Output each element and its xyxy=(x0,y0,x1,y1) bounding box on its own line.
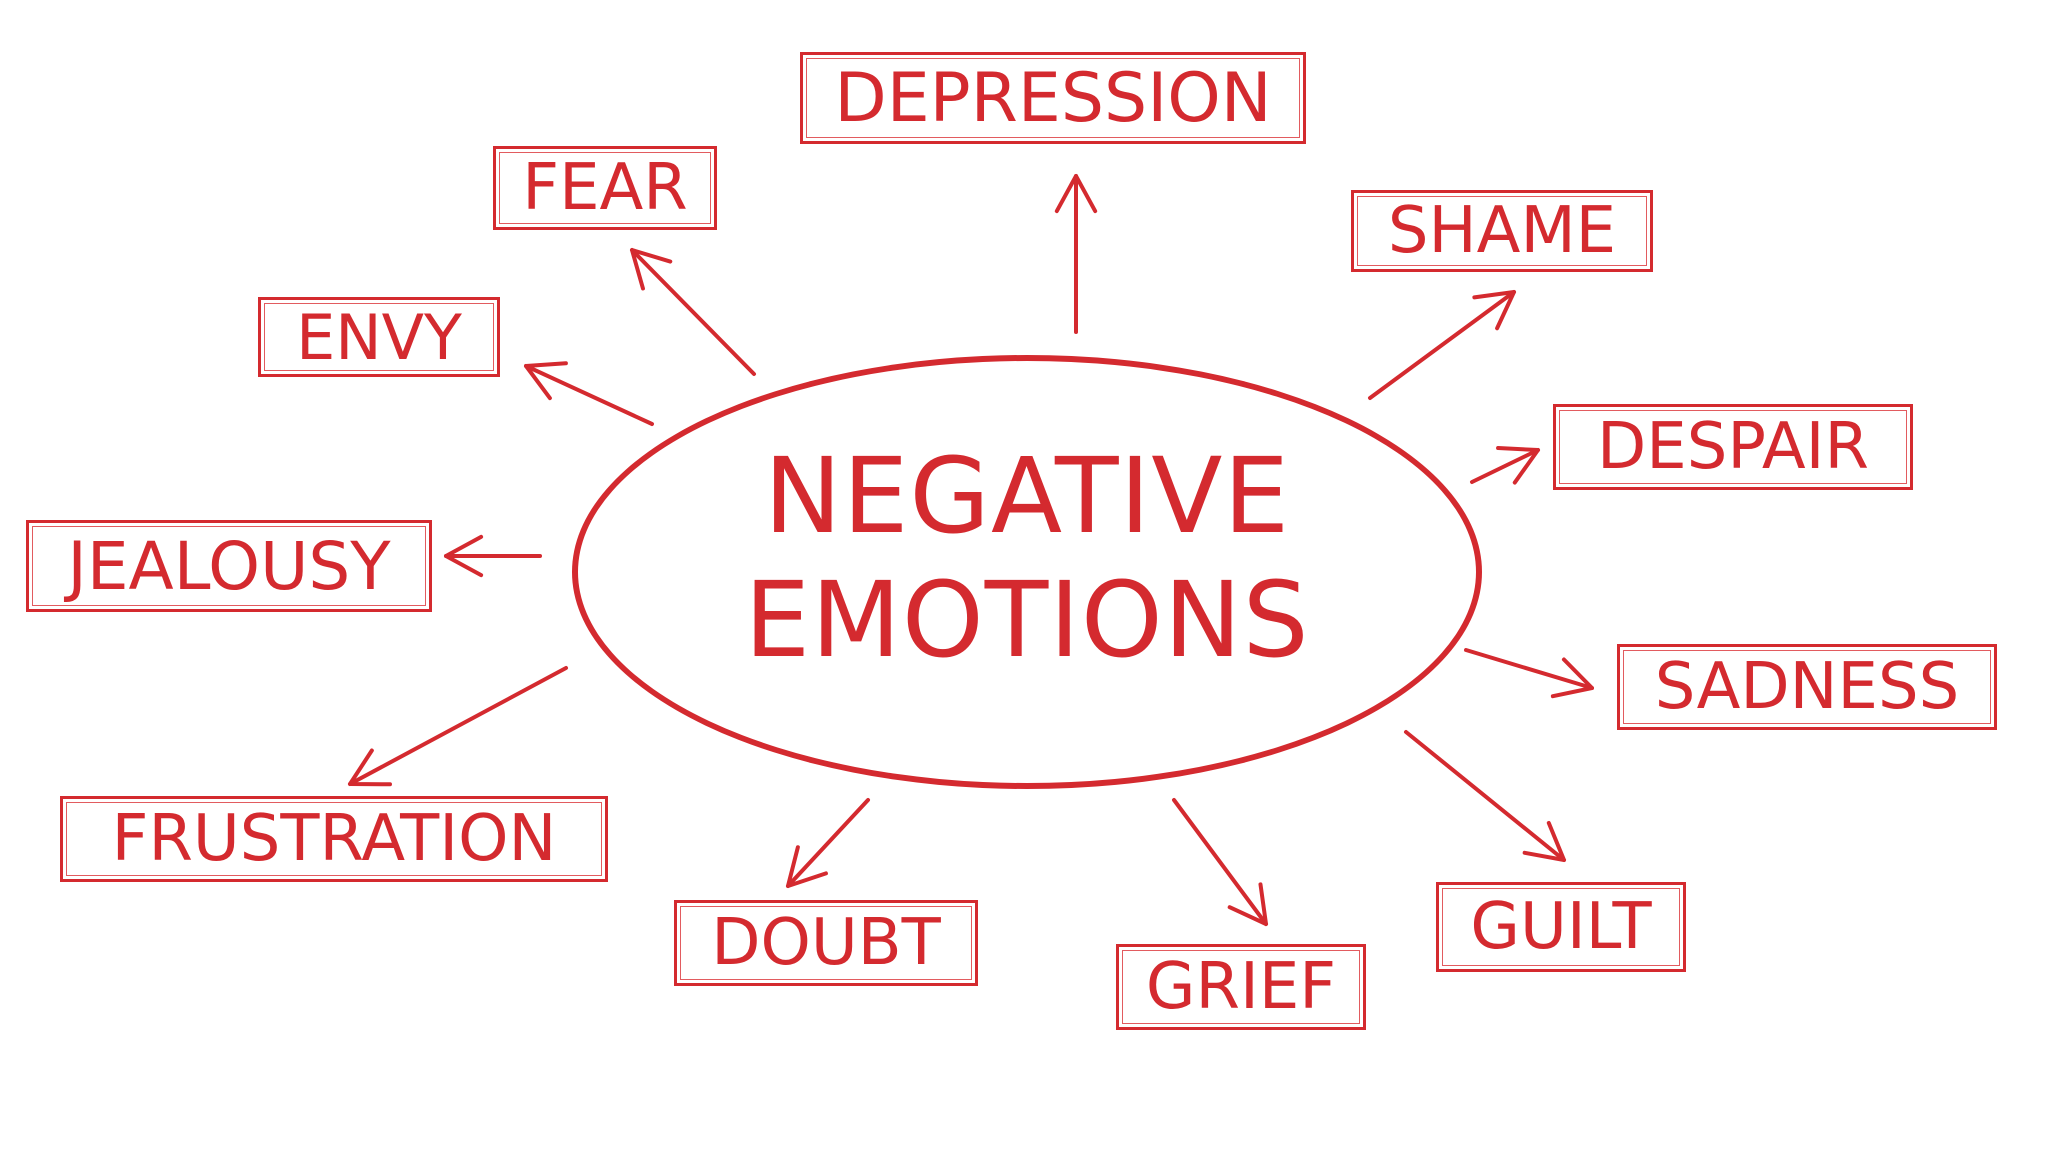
emotion-label-grief: GRIEF xyxy=(1145,950,1337,1024)
emotion-label-doubt: DOUBT xyxy=(711,906,941,980)
center-title-line-1: NEGATIVE xyxy=(763,435,1291,557)
arrow-to-sadness-head xyxy=(1550,657,1594,699)
emotion-box-jealousy: JEALOUSY xyxy=(26,520,432,612)
arrow-to-frustration-head xyxy=(348,748,392,787)
arrow-to-despair-head xyxy=(1496,446,1540,485)
arrow-to-grief xyxy=(1172,798,1268,926)
arrow-to-grief-head xyxy=(1227,882,1268,926)
emotion-label-frustration: FRUSTRATION xyxy=(111,802,557,876)
emotion-box-depression: DEPRESSION xyxy=(800,52,1306,144)
emotion-label-despair: DESPAIR xyxy=(1597,410,1869,484)
arrow-to-envy-head xyxy=(524,361,568,401)
emotion-label-jealousy: JEALOUSY xyxy=(67,527,391,605)
emotion-box-grief: GRIEF xyxy=(1116,944,1366,1030)
arrow-to-doubt xyxy=(786,798,870,888)
arrow-to-doubt-head xyxy=(786,845,828,888)
emotion-box-envy: ENVY xyxy=(258,297,500,377)
arrow-to-fear xyxy=(630,248,756,376)
emotion-label-depression: DEPRESSION xyxy=(834,58,1272,138)
arrow-to-sadness xyxy=(1464,648,1594,699)
arrow-to-jealousy xyxy=(444,534,542,578)
emotion-label-sadness: SADNESS xyxy=(1654,650,1960,724)
emotion-box-fear: FEAR xyxy=(493,146,717,230)
emotion-label-fear: FEAR xyxy=(522,151,688,225)
emotion-box-shame: SHAME xyxy=(1351,190,1653,272)
arrow-to-frustration xyxy=(348,666,568,787)
arrow-to-shame-head xyxy=(1472,290,1516,331)
emotion-box-frustration: FRUSTRATION xyxy=(60,796,608,882)
center-title-line-2: EMOTIONS xyxy=(744,559,1310,681)
arrow-to-fear-head xyxy=(630,248,673,291)
arrow-to-jealousy-head xyxy=(444,534,484,578)
emotion-box-guilt: GUILT xyxy=(1436,882,1686,972)
emotion-label-envy: ENVY xyxy=(296,300,462,374)
arrow-to-envy xyxy=(524,361,654,426)
emotion-box-sadness: SADNESS xyxy=(1617,644,1997,730)
emotion-box-doubt: DOUBT xyxy=(674,900,978,986)
arrow-to-depression-head xyxy=(1054,174,1098,214)
arrow-to-depression xyxy=(1054,174,1098,334)
arrow-to-shame xyxy=(1368,290,1516,400)
center-ellipse xyxy=(572,355,1482,789)
arrow-to-despair xyxy=(1470,446,1540,485)
emotion-label-guilt: GUILT xyxy=(1470,890,1652,964)
emotion-box-despair: DESPAIR xyxy=(1553,404,1913,490)
arrow-to-guilt xyxy=(1404,730,1566,862)
emotion-label-shame: SHAME xyxy=(1387,194,1617,268)
arrow-to-guilt-head xyxy=(1522,821,1566,862)
